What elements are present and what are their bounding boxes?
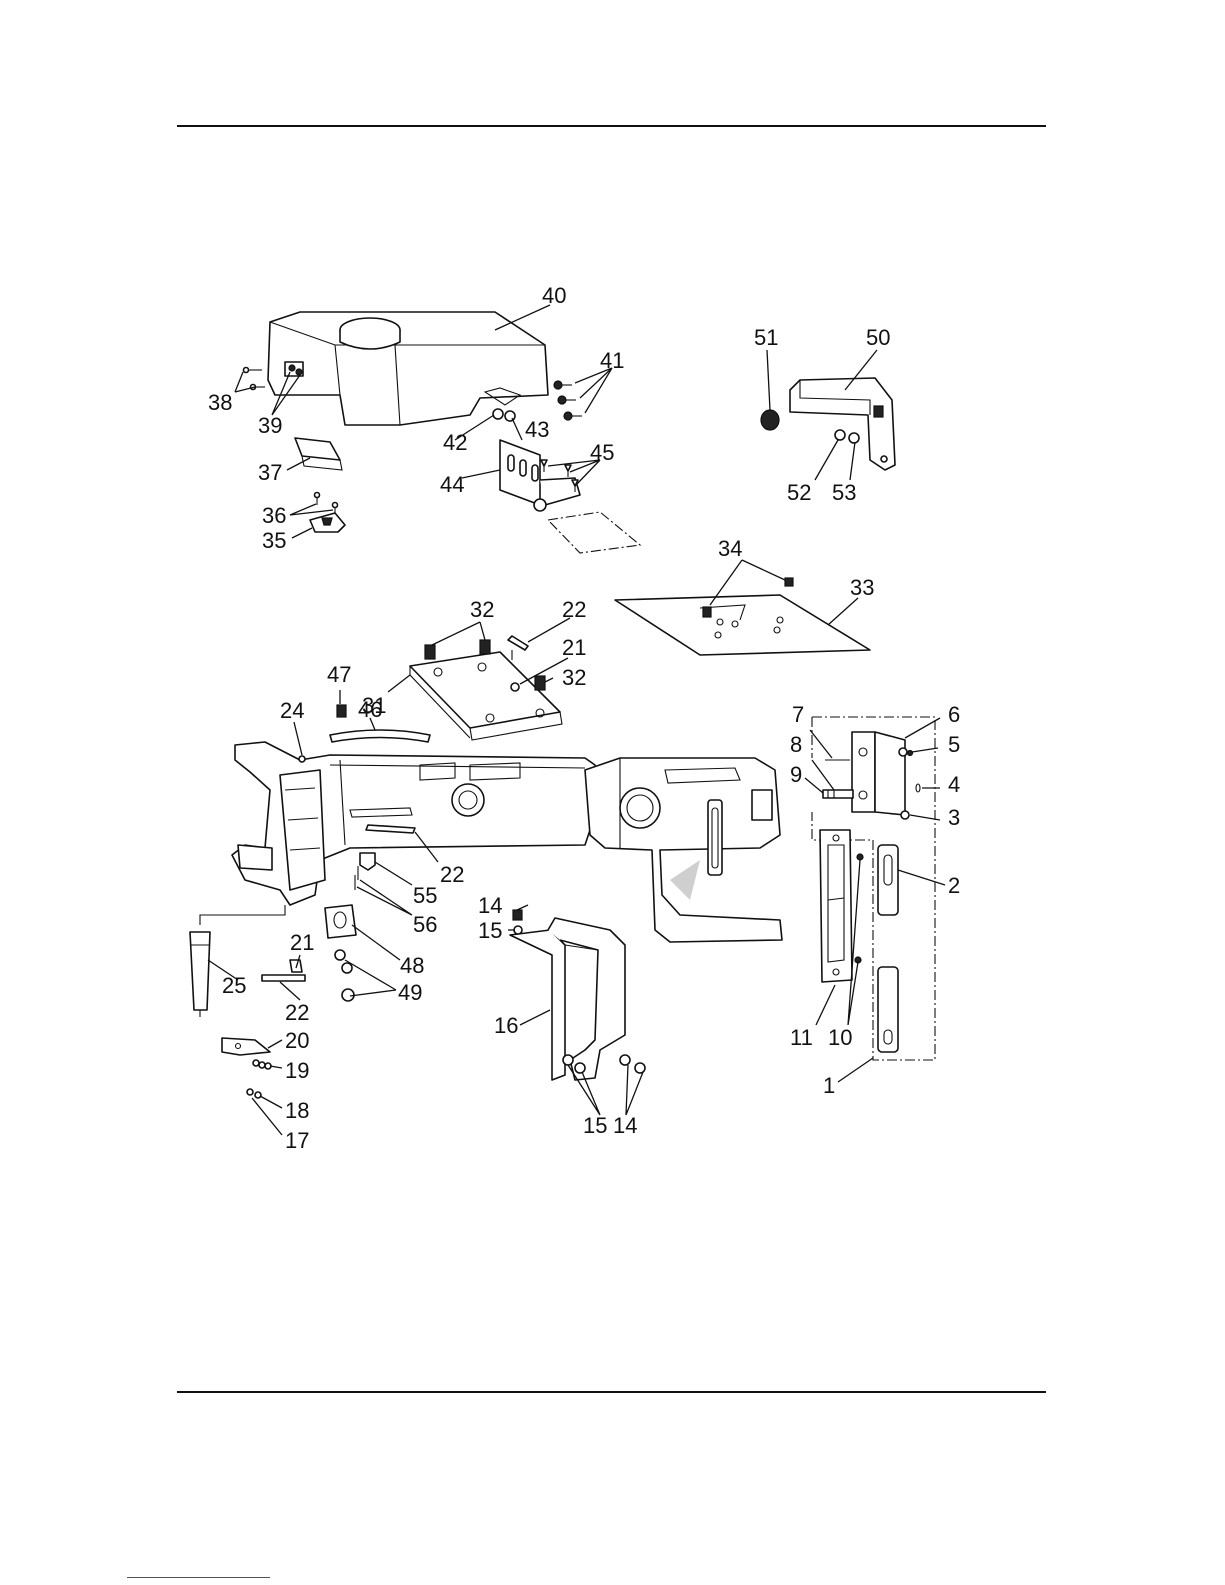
callout-32-top: 32 (470, 597, 494, 622)
callout-4: 4 (948, 772, 960, 797)
callout-17: 17 (285, 1128, 309, 1153)
parts-48-49 (325, 905, 356, 1001)
callout-44: 44 (440, 472, 464, 497)
callout-20: 20 (285, 1028, 309, 1053)
callout-15-top: 15 (478, 918, 502, 943)
callout-41: 41 (600, 348, 624, 373)
leader-lines (208, 305, 945, 1135)
callout-2: 2 (948, 873, 960, 898)
callout-45: 45 (590, 440, 614, 465)
callout-25: 25 (222, 973, 246, 998)
callout-38: 38 (208, 390, 232, 415)
assembly-1 (812, 717, 935, 1060)
callout-7: 7 (792, 702, 804, 727)
callout-40: 40 (542, 283, 566, 308)
callout-43: 43 (525, 417, 549, 442)
callout-1: 1 (823, 1073, 835, 1098)
callout-32-right: 32 (562, 665, 586, 690)
bracket-37 (295, 438, 342, 470)
callout-3: 3 (948, 805, 960, 830)
callout-39: 39 (258, 413, 282, 438)
callout-8: 8 (790, 732, 802, 757)
callout-18: 18 (285, 1098, 309, 1123)
parts-55-56 (355, 853, 375, 890)
callout-56: 56 (413, 912, 437, 937)
hinge-44 (500, 440, 640, 553)
callout-36: 36 (262, 503, 286, 528)
washers-42-43 (493, 409, 515, 421)
callout-46: 46 (358, 697, 382, 722)
callout-50: 50 (866, 325, 890, 350)
callout-22-mid: 22 (440, 862, 464, 887)
plate-31 (410, 636, 562, 740)
callout-21-left: 21 (290, 930, 314, 955)
callout-21-top: 21 (562, 635, 586, 660)
callout-51: 51 (754, 325, 778, 350)
callout-14-bottom: 14 (613, 1113, 637, 1138)
callout-22-top: 22 (562, 597, 586, 622)
callout-6: 6 (948, 702, 960, 727)
callout-9: 9 (790, 762, 802, 787)
callout-34: 34 (718, 536, 742, 561)
screws-41 (554, 381, 582, 420)
callout-42: 42 (443, 430, 467, 455)
callout-37: 37 (258, 460, 282, 485)
callout-48: 48 (400, 953, 424, 978)
callout-11: 11 (790, 1025, 813, 1050)
callout-49: 49 (398, 980, 422, 1005)
parts-17-20 (222, 1038, 271, 1098)
callout-33: 33 (850, 575, 874, 600)
callout-5: 5 (948, 732, 960, 757)
callout-10: 10 (828, 1025, 852, 1050)
top-cover-part (268, 312, 548, 425)
plate-33 (615, 578, 870, 655)
bracket-16 (510, 910, 645, 1080)
callout-47: 47 (327, 662, 351, 687)
callout-19: 19 (285, 1058, 309, 1083)
callout-35: 35 (262, 528, 286, 553)
callout-14-top: 14 (478, 893, 502, 918)
callout-52: 52 (787, 480, 811, 505)
callout-53: 53 (832, 480, 856, 505)
callout-15-bottom: 15 (583, 1113, 607, 1138)
callout-24: 24 (280, 698, 304, 723)
machine-arm-body (232, 742, 782, 942)
callout-16: 16 (494, 1013, 518, 1038)
callout-22-left: 22 (285, 1000, 309, 1025)
callout-55: 55 (413, 883, 437, 908)
